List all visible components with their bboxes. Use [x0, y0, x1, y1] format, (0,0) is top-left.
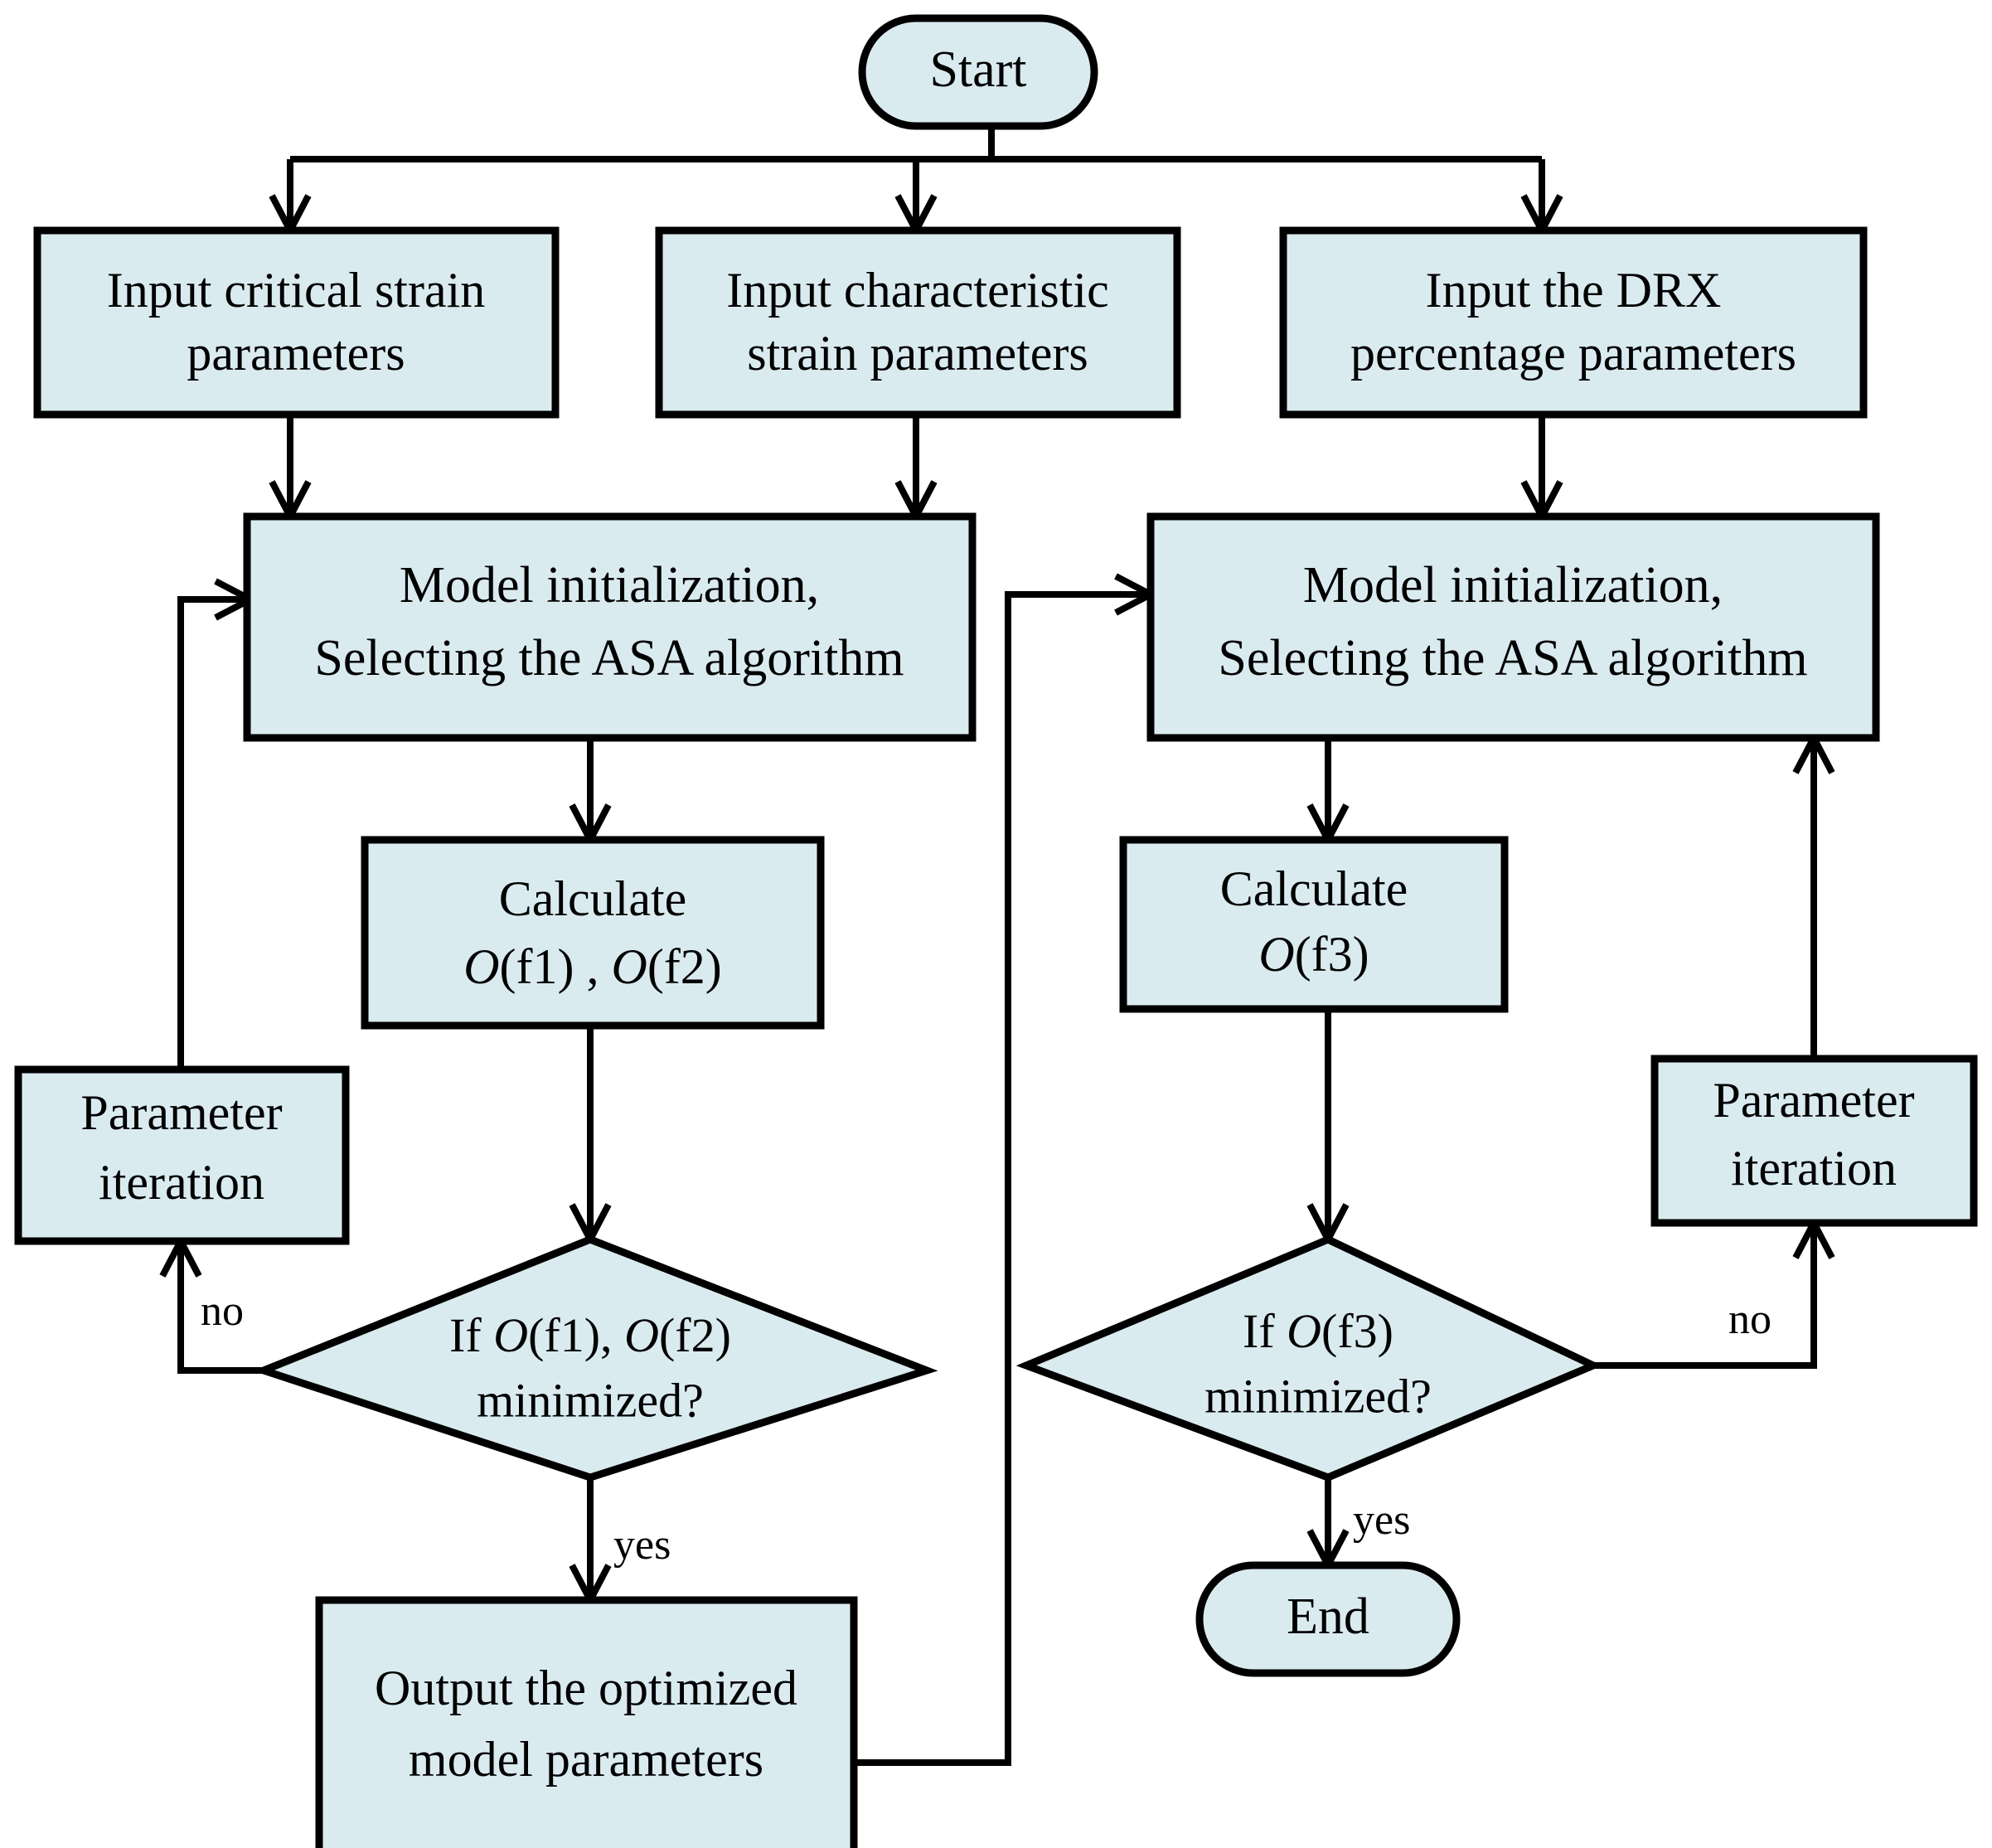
node-calculate-left[interactable]: Calculate O(f1) , O(f2) — [361, 836, 825, 1030]
node-end-label: End — [1287, 1589, 1369, 1645]
node-param-iteration-right-line1: Parameter — [1713, 1073, 1914, 1128]
node-input-drx-percentage[interactable]: Input the DRX percentage parameters — [1279, 226, 1868, 419]
node-decision-left[interactable]: If O(f1), O(f2) minimized? — [252, 1235, 938, 1482]
node-model-init-left[interactable]: Model initialization, Selecting the ASA … — [243, 512, 977, 742]
node-output-params[interactable]: Output the optimized model parameters — [315, 1596, 858, 1848]
node-model-init-left-line1: Model initialization, — [400, 557, 819, 614]
node-output-params-line1: Output the optimized — [375, 1661, 797, 1715]
edge-label-no-left: no — [201, 1288, 244, 1335]
node-input-characteristic-strain[interactable]: Input characteristic strain parameters — [655, 226, 1181, 419]
node-calculate-left-line1: Calculate — [499, 871, 687, 926]
node-param-iteration-left-line1: Parameter — [80, 1085, 282, 1140]
node-param-iteration-left[interactable]: Parameter iteration — [14, 1065, 350, 1245]
edge-output-to-modelinit-right — [855, 591, 1151, 1766]
connector-layer — [159, 126, 1835, 1766]
node-param-iteration-right-line2: iteration — [1731, 1141, 1897, 1196]
node-input-critical-line2: parameters — [187, 326, 405, 381]
edge-decision-right-no — [1593, 1223, 1817, 1369]
node-input-drx-line1: Input the DRX — [1426, 263, 1722, 318]
node-end[interactable]: End — [1195, 1561, 1461, 1677]
edge-param-iter-left-to-modelinit — [177, 596, 250, 1070]
node-model-init-right-line2: Selecting the ASA algorithm — [1218, 630, 1807, 686]
node-input-characteristic-line1: Input characteristic — [726, 263, 1108, 318]
node-input-critical-line1: Input critical strain — [107, 263, 486, 318]
node-decision-left-line1: If O(f1), O(f2) — [449, 1308, 731, 1362]
node-decision-right-line1: If O(f3) — [1243, 1304, 1393, 1358]
node-input-characteristic-line2: strain parameters — [747, 326, 1088, 381]
node-decision-right-line2: minimized? — [1204, 1369, 1432, 1423]
edge-label-yes-right: yes — [1353, 1496, 1410, 1544]
node-calculate-right-line2: O(f3) — [1258, 927, 1369, 982]
node-decision-left-line2: minimized? — [477, 1373, 704, 1427]
node-output-params-line2: model parameters — [409, 1732, 763, 1787]
edge-decision-left-no — [177, 1241, 264, 1374]
node-input-critical-strain[interactable]: Input critical strain parameters — [33, 226, 560, 419]
node-model-init-right-line1: Model initialization, — [1303, 557, 1723, 614]
node-calculate-left-line2: O(f1) , O(f2) — [463, 939, 722, 994]
node-param-iteration-right[interactable]: Parameter iteration — [1650, 1055, 1978, 1227]
node-decision-right[interactable]: If O(f3) minimized? — [1015, 1235, 1603, 1482]
node-start[interactable]: Start — [858, 14, 1098, 130]
node-start-label: Start — [929, 41, 1026, 98]
node-calculate-right[interactable]: Calculate O(f3) — [1119, 836, 1509, 1013]
node-model-init-left-line2: Selecting the ASA algorithm — [314, 630, 904, 686]
node-calculate-right-line1: Calculate — [1220, 861, 1408, 916]
node-param-iteration-left-line2: iteration — [99, 1155, 264, 1210]
edge-label-no-right: no — [1728, 1296, 1771, 1343]
edge-label-yes-left: yes — [613, 1521, 671, 1569]
node-model-init-right[interactable]: Model initialization, Selecting the ASA … — [1146, 512, 1880, 742]
node-input-drx-line2: percentage parameters — [1350, 326, 1796, 381]
